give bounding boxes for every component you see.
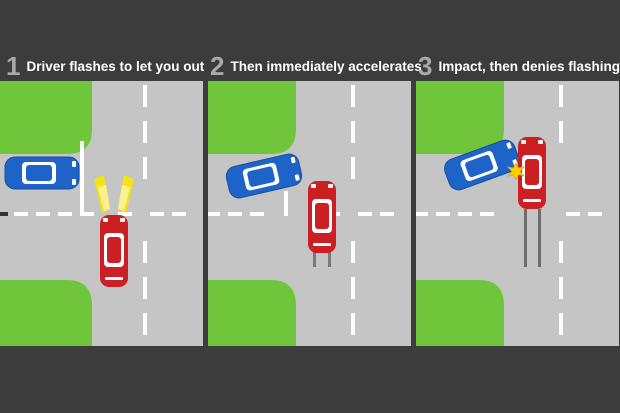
step-2-number: 2 — [210, 51, 225, 81]
lane-markings — [208, 85, 394, 335]
step-2-caption: 2 Then immediately accelerates — [210, 53, 422, 79]
red-car — [518, 137, 546, 209]
blue-car — [4, 156, 80, 190]
red-car — [100, 215, 128, 287]
step-3-text: Impact, then denies flashing. — [438, 58, 620, 74]
step-3-caption: 3 Impact, then denies flashing. — [418, 53, 620, 79]
headlight-flash — [94, 175, 134, 213]
panel-2 — [208, 81, 411, 346]
step-3-number: 3 — [418, 51, 433, 81]
grass-top-left — [208, 81, 296, 154]
step-2-text: Then immediately accelerates — [230, 58, 422, 74]
grass-bottom-left — [208, 280, 296, 346]
impact-burst-icon — [506, 162, 526, 180]
grass-bottom-left — [0, 280, 92, 346]
panel-1 — [0, 81, 203, 346]
step-1-number: 1 — [6, 51, 21, 81]
grass-top-left — [416, 81, 504, 154]
lane-markings — [416, 85, 602, 335]
step-1-text: Driver flashes to let you out — [26, 58, 205, 74]
red-car — [308, 181, 336, 253]
tire-marks — [313, 251, 331, 267]
panel-3 — [416, 81, 619, 346]
grass-bottom-left — [416, 280, 504, 346]
step-1-caption: 1 Driver flashes to let you out — [6, 53, 204, 79]
grass-top-left — [0, 81, 92, 154]
tire-marks — [524, 209, 541, 267]
lane-markings — [0, 85, 186, 335]
